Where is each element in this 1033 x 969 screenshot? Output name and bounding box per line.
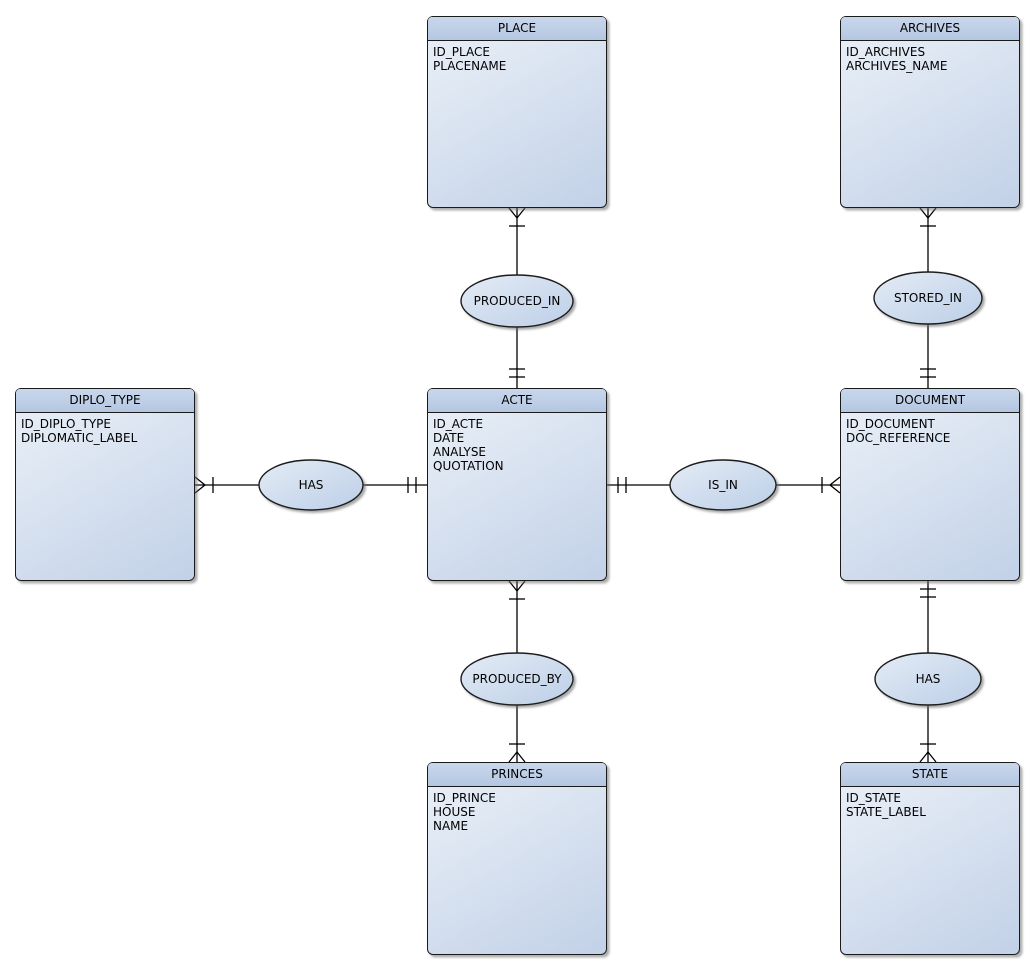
attribute: ID_DIPLO_TYPE [21, 417, 111, 431]
entity-place[interactable]: PLACE ID_PLACE PLACENAME [427, 16, 607, 208]
edge-document-has [920, 581, 936, 654]
edge-produced-in-acte [509, 326, 525, 388]
entity-archives-attributes: ID_ARCHIVES ARCHIVES_NAME [841, 41, 1019, 77]
edge-stored-in-document [920, 323, 936, 388]
attribute: ID_DOCUMENT [846, 417, 935, 431]
entity-document-title: DOCUMENT [841, 389, 1019, 413]
relationship-has-state[interactable]: HAS [874, 652, 982, 706]
relationship-produced-by[interactable]: PRODUCED_BY [460, 652, 574, 706]
crowfoot-many-icon [508, 743, 526, 763]
crowfoot-many-icon [194, 476, 214, 494]
attribute: ID_ARCHIVES [846, 45, 926, 59]
relationship-stored-in[interactable]: STORED_IN [873, 271, 983, 325]
attribute: PLACENAME [433, 59, 507, 73]
relationship-produced-in[interactable]: PRODUCED_IN [460, 274, 574, 328]
exactly-one-icon [920, 588, 936, 598]
attribute: DOC_REFERENCE [846, 431, 951, 445]
attribute: QUOTATION [433, 459, 504, 473]
relationship-label: PRODUCED_BY [472, 672, 562, 686]
attribute: NAME [433, 819, 469, 833]
attribute: ID_STATE [846, 791, 901, 805]
entity-archives[interactable]: ARCHIVES ID_ARCHIVES ARCHIVES_NAME [840, 16, 1020, 208]
entity-document-attributes: ID_DOCUMENT DOC_REFERENCE [841, 413, 1019, 449]
entity-diplo-type[interactable]: DIPLO_TYPE ID_DIPLO_TYPE DIPLOMATIC_LABE… [15, 388, 195, 581]
entity-document[interactable]: DOCUMENT ID_DOCUMENT DOC_REFERENCE [840, 388, 1020, 581]
exactly-one-icon [509, 368, 525, 378]
crowfoot-many-icon [919, 207, 937, 227]
relationship-label: HAS [916, 672, 941, 686]
attribute: DIPLOMATIC_LABEL [21, 431, 138, 445]
exactly-one-icon [920, 368, 936, 378]
attribute: ID_PLACE [433, 45, 490, 59]
exactly-one-icon [407, 477, 417, 493]
edge-has-acte [362, 477, 427, 493]
entity-state-attributes: ID_STATE STATE_LABEL [841, 787, 1019, 823]
edge-produced-by-princes [508, 704, 526, 763]
entity-place-title: PLACE [428, 17, 606, 41]
entity-acte-title: ACTE [428, 389, 606, 413]
entity-acte-attributes: ID_ACTE DATE ANALYSE QUOTATION [428, 413, 606, 477]
attribute: ANALYSE [433, 445, 487, 459]
edge-acte-produced-by [508, 580, 526, 654]
entity-princes-attributes: ID_PRINCE HOUSE NAME [428, 787, 606, 837]
relationship-label: PRODUCED_IN [474, 294, 561, 308]
crowfoot-many-icon [508, 207, 526, 227]
relationship-has-diplo[interactable]: HAS [258, 459, 364, 511]
attribute: DATE [433, 431, 465, 445]
relationship-label: IS_IN [708, 478, 738, 492]
edge-acte-is-in [607, 477, 670, 493]
crowfoot-many-icon [919, 743, 937, 763]
relationship-label: STORED_IN [894, 291, 962, 305]
entity-diplo-type-title: DIPLO_TYPE [16, 389, 194, 413]
exactly-one-icon [617, 477, 627, 493]
entity-acte[interactable]: ACTE ID_ACTE DATE ANALYSE QUOTATION [427, 388, 607, 581]
entity-state-title: STATE [841, 763, 1019, 787]
attribute: ARCHIVES_NAME [846, 59, 948, 73]
entity-princes[interactable]: PRINCES ID_PRINCE HOUSE NAME [427, 762, 607, 955]
entity-diplo-type-attributes: ID_DIPLO_TYPE DIPLOMATIC_LABEL [16, 413, 194, 449]
relationship-is-in[interactable]: IS_IN [669, 459, 777, 511]
crowfoot-many-icon [821, 476, 841, 494]
attribute: HOUSE [433, 805, 476, 819]
edge-place-produced-in [508, 207, 526, 276]
entity-princes-title: PRINCES [428, 763, 606, 787]
crowfoot-many-icon [508, 580, 526, 600]
entity-place-attributes: ID_PLACE PLACENAME [428, 41, 606, 77]
edge-diplo-type-has [194, 476, 260, 494]
edge-has-state [919, 704, 937, 763]
attribute: ID_PRINCE [433, 791, 496, 805]
edge-archives-stored-in [919, 207, 937, 273]
attribute: STATE_LABEL [846, 805, 926, 819]
attribute: ID_ACTE [433, 417, 484, 431]
relationship-label: HAS [299, 478, 324, 492]
entity-archives-title: ARCHIVES [841, 17, 1019, 41]
edge-is-in-document [776, 476, 841, 494]
entity-state[interactable]: STATE ID_STATE STATE_LABEL [840, 762, 1020, 955]
